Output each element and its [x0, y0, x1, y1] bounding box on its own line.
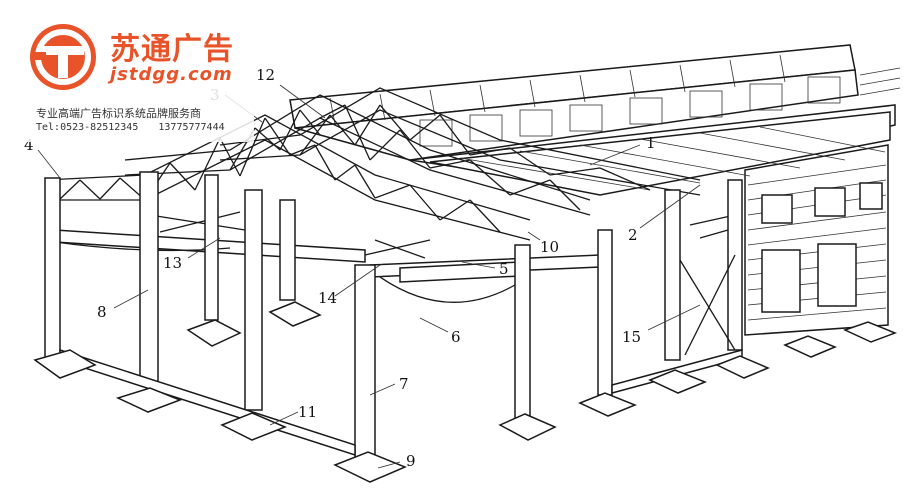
callout-labels: 1 2 3 4 5 6 7 8 9 10 11 12 13 14 15 [24, 66, 656, 470]
label-5: 5 [499, 260, 509, 278]
label-15: 15 [622, 328, 641, 346]
roof-truss-middle [124, 94, 591, 216]
skylight [289, 44, 901, 161]
label-9: 9 [406, 452, 416, 470]
roof-far [409, 104, 896, 196]
tie-beams [59, 254, 743, 457]
label-12: 12 [256, 66, 275, 84]
columns [44, 171, 743, 461]
phone-landline: Tel:0523-82512345 [36, 122, 139, 133]
contact-phones: Tel:0523-82512345 13775777444 [36, 122, 239, 133]
label-10: 10 [540, 238, 559, 256]
brand-logo-icon [30, 24, 96, 90]
side-wall [744, 144, 889, 336]
brand-url: jstdgg.com [110, 64, 233, 85]
label-2: 2 [628, 226, 638, 244]
foundations [33, 301, 898, 483]
roof-truss-back [219, 87, 701, 196]
watermark-logo: 苏通广告 jstdgg.com 专业高端广告标识系统品牌服务商 Tel:0523… [14, 14, 254, 142]
label-1: 1 [646, 134, 656, 152]
phone-mobile: 13775777444 [158, 122, 225, 133]
label-6: 6 [451, 328, 461, 346]
brand-name: 苏通广告 [110, 32, 234, 67]
label-13: 13 [163, 254, 182, 272]
label-4: 4 [24, 136, 34, 154]
label-14: 14 [318, 289, 337, 307]
brand-tagline: 专业高端广告标识系统品牌服务商 [36, 107, 201, 120]
label-7: 7 [399, 375, 409, 393]
label-11: 11 [298, 403, 317, 421]
label-8: 8 [97, 303, 107, 321]
